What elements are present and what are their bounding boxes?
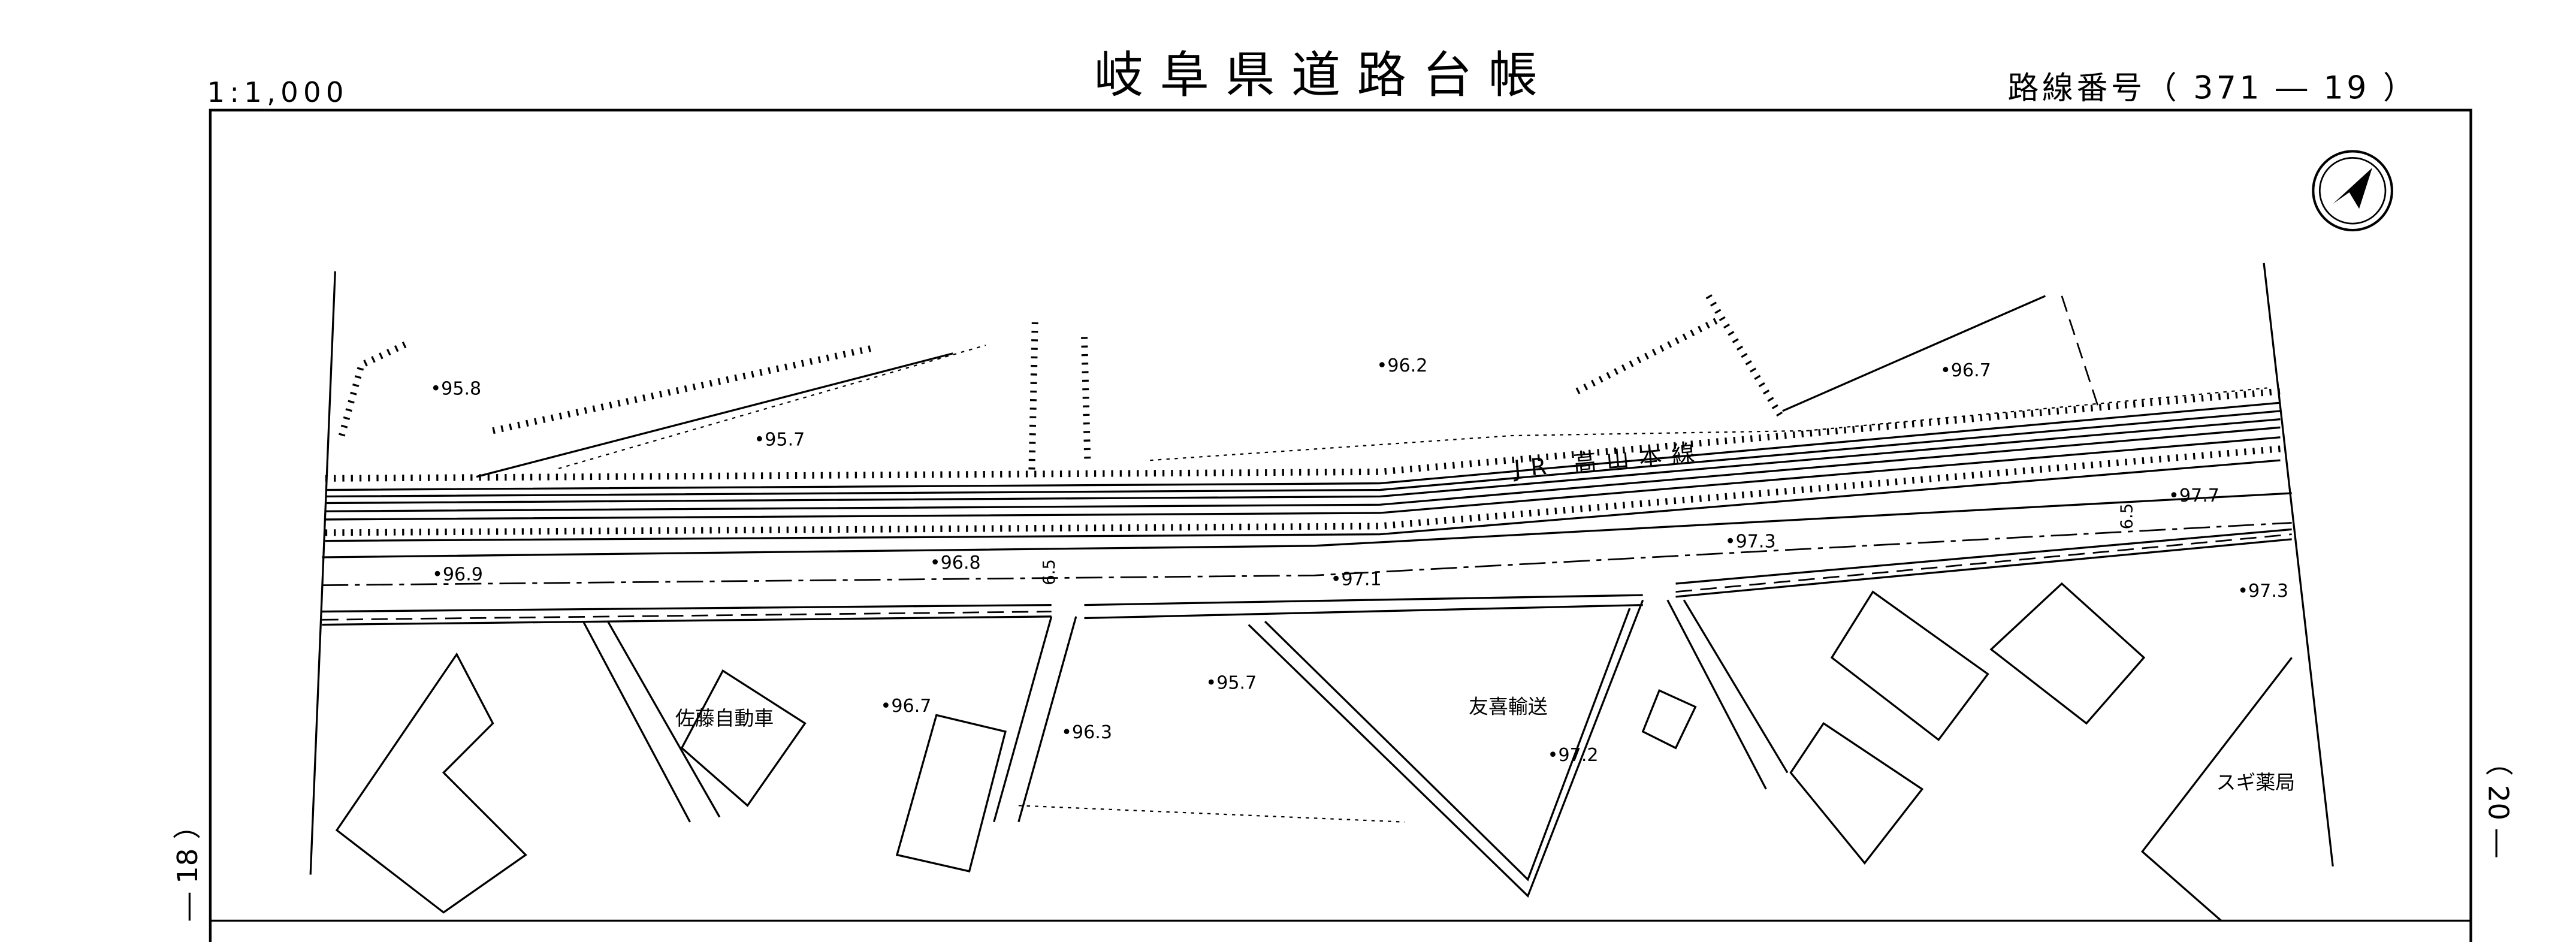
place-sato-jidosha: 佐藤自動車 (675, 707, 774, 730)
elevation: •96.8 (930, 552, 981, 573)
elevation: •97.7 (2169, 485, 2219, 506)
elevation: •97.3 (1725, 532, 1776, 552)
place-yuki-yuso: 友喜輸送 (1469, 695, 1548, 718)
elevation: •96.9 (432, 564, 483, 585)
page-title: 岐阜県道路台帳 (1094, 47, 1554, 104)
route-number: 路線番号（ 371 ― 19 ） (2007, 71, 2417, 107)
buildings (335, 582, 2146, 914)
road-width: 6.5 (2118, 503, 2137, 530)
elevation: •96.7 (1940, 360, 1991, 381)
elevation-points: •95.8 •95.7 •96.2 •96.7 •97.7 •97.3 •96.… (430, 355, 2288, 766)
elevation: •97.3 (2237, 581, 2288, 602)
elevation: •96.2 (1377, 355, 1428, 376)
next-sheet-link[interactable]: （ 20 ― (2483, 748, 2515, 858)
scale-label: 1:1,000 (207, 76, 348, 108)
previous-sheet-link[interactable]: ― 18 ） (171, 811, 204, 920)
elevation: •95.7 (1206, 672, 1257, 693)
road-prefectural-371 (322, 492, 2292, 626)
railway-jr-takayama-line (325, 388, 2281, 542)
north-arrow-icon (2312, 150, 2393, 232)
elevation: •95.7 (754, 429, 805, 450)
elevation: •96.7 (881, 696, 932, 717)
map-frame (209, 108, 2472, 942)
elevation: •95.8 (430, 378, 481, 399)
elevation: •97.1 (1331, 569, 1382, 590)
road-width: 6.5 (1040, 559, 1059, 585)
elevation: •96.3 (1061, 722, 1112, 743)
place-sugi-pharmacy: スギ薬局 (2216, 771, 2296, 794)
elevation: •97.2 (1548, 745, 1599, 766)
